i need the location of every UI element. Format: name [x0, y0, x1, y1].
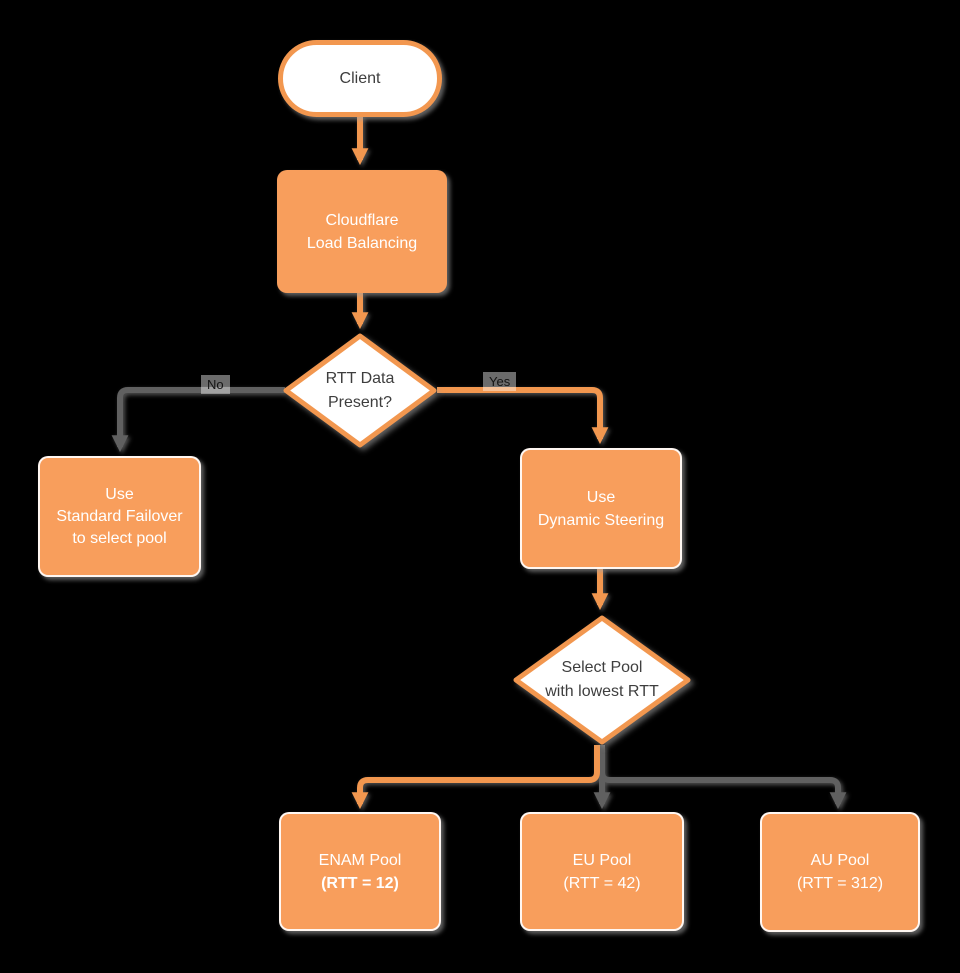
node-cloudflare-load-balancing-line1: Cloudflare [325, 211, 399, 229]
node-standard-failover-line2: Standard Failover [56, 507, 183, 525]
node-dynamic-steering-line2: Dynamic Steering [537, 511, 665, 529]
decision-select-pool-lowest-rtt: Select Pool with lowest RTT [513, 615, 691, 745]
node-au-pool-line1: AU Pool [810, 852, 870, 869]
edge-no-branch-to-standard-failover [111, 387, 285, 453]
edge-select-pool-to-enam-pool [351, 745, 600, 810]
node-au-pool-line2: (RTT = 312) [796, 875, 884, 892]
node-dynamic-steering: Use Dynamic Steering [520, 448, 682, 569]
edge-label-no: No [201, 375, 230, 394]
node-eu-pool: EU Pool (RTT = 42) [520, 812, 684, 931]
node-enam-pool: ENAM Pool (RTT = 12) [279, 812, 441, 931]
node-enam-pool-line2: (RTT = 12) [321, 874, 399, 892]
decision-select-pool-line1: Select Pool [561, 659, 643, 676]
node-au-pool: AU Pool (RTT = 312) [760, 812, 920, 932]
decision-select-pool-lowest-rtt-shape [513, 615, 691, 745]
node-enam-pool-line1: ENAM Pool [318, 851, 402, 869]
node-client: Client [278, 40, 442, 117]
node-cloudflare-load-balancing-line2: Load Balancing [306, 234, 418, 252]
edge-label-yes: Yes [483, 372, 517, 391]
node-cloudflare-load-balancing: Cloudflare Load Balancing [277, 170, 447, 293]
node-eu-pool-line1: EU Pool [572, 851, 632, 869]
node-standard-failover: Use Standard Failover to select pool [38, 456, 201, 577]
decision-rtt-data-present-shape [283, 333, 437, 448]
node-standard-failover-line1: Use [105, 485, 134, 503]
edge-select-pool-to-au-pool [599, 745, 847, 810]
node-client-label: Client [339, 69, 381, 87]
decision-rtt-data-present: RTT Data Present? [283, 333, 437, 448]
node-dynamic-steering-line1: Use [586, 488, 616, 506]
node-eu-pool-line2: (RTT = 42) [563, 874, 641, 892]
decision-rtt-data-present-line1: RTT Data [325, 369, 395, 387]
node-standard-failover-line3: to select pool [72, 529, 167, 547]
decision-rtt-data-present-line2: Present? [327, 393, 393, 411]
edge-yes-branch-to-dynamic-steering [437, 387, 609, 445]
decision-select-pool-line2: with lowest RTT [545, 683, 659, 700]
